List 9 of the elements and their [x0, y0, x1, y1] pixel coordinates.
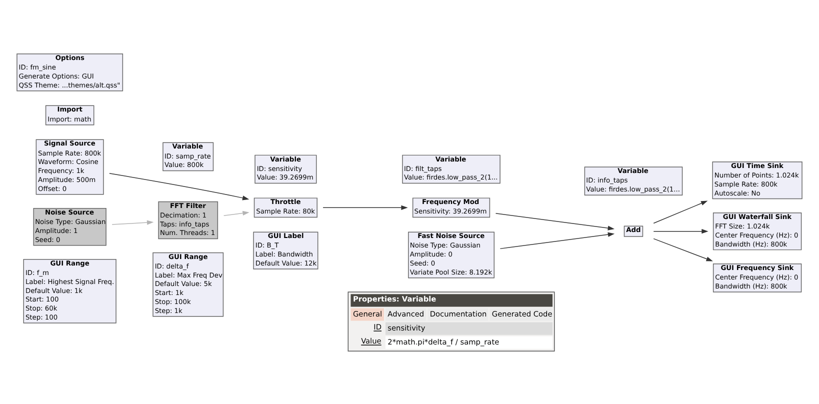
arrow — [500, 232, 615, 249]
arrow — [653, 238, 713, 261]
arrow — [495, 212, 615, 230]
arrow — [223, 210, 250, 216]
arrow — [322, 204, 408, 210]
arrow — [653, 228, 708, 234]
arrow — [653, 200, 708, 224]
arrow — [112, 220, 154, 224]
arrow — [109, 172, 250, 200]
